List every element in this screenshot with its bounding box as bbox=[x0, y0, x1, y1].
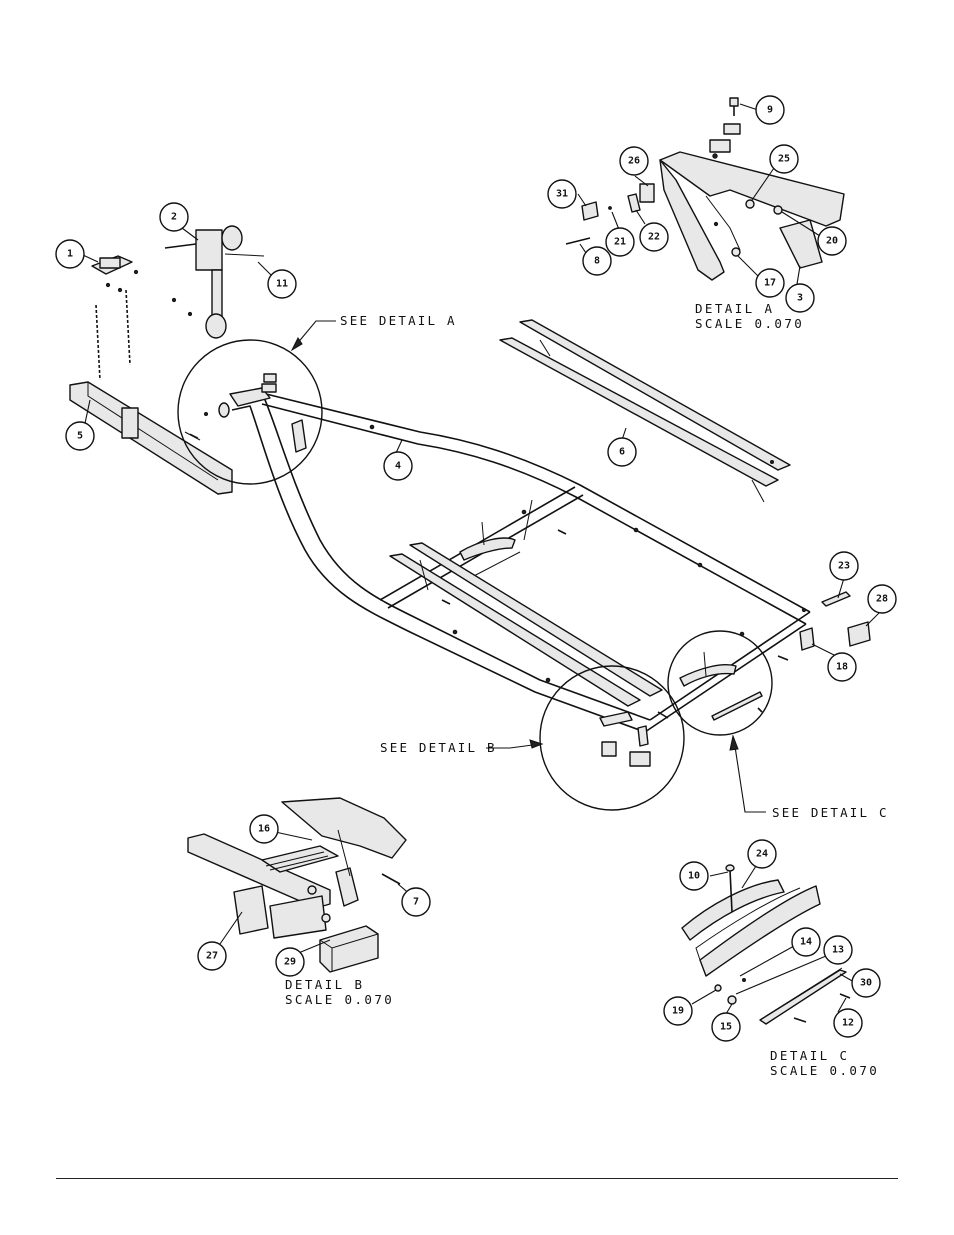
part-balloon-22: 22 bbox=[639, 222, 669, 252]
part-balloon-3: 3 bbox=[785, 283, 815, 313]
callout-detail-b: SEE DETAIL B bbox=[380, 739, 544, 755]
detail-a-title: DETAIL A bbox=[695, 301, 774, 316]
detail-b-label: DETAIL B SCALE 0.070 bbox=[285, 977, 394, 1007]
svg-text:13: 13 bbox=[832, 945, 844, 956]
detail-a-drawing bbox=[565, 97, 845, 281]
detail-b-drawing bbox=[187, 797, 407, 973]
svg-text:23: 23 bbox=[838, 561, 850, 572]
front-frame-member bbox=[69, 381, 233, 495]
svg-text:26: 26 bbox=[628, 156, 640, 167]
part-balloon-9: 9 bbox=[755, 95, 785, 125]
part-balloon-27: 27 bbox=[197, 941, 227, 971]
rear-pads bbox=[799, 591, 871, 651]
bolt-marks bbox=[441, 529, 789, 719]
detail-c-circle-contents bbox=[679, 651, 763, 721]
detail-c-label: DETAIL C SCALE 0.070 bbox=[770, 1048, 879, 1078]
part-balloon-25: 25 bbox=[769, 144, 799, 174]
svg-text:15: 15 bbox=[720, 1022, 732, 1033]
part-balloon-17: 17 bbox=[755, 268, 785, 298]
callout-detail-c-text: SEE DETAIL C bbox=[772, 805, 889, 820]
svg-text:24: 24 bbox=[756, 849, 768, 860]
part-balloon-8: 8 bbox=[582, 246, 612, 276]
svg-text:20: 20 bbox=[826, 236, 838, 247]
detail-c-scale: SCALE 0.070 bbox=[770, 1063, 879, 1078]
callout-detail-c: SEE DETAIL C bbox=[729, 734, 889, 820]
svg-text:14: 14 bbox=[800, 937, 812, 948]
part-balloon-15: 15 bbox=[711, 1012, 741, 1042]
part-balloon-16: 16 bbox=[249, 814, 279, 844]
svg-text:22: 22 bbox=[648, 232, 660, 243]
part-balloon-23: 23 bbox=[829, 551, 859, 581]
part-balloon-26: 26 bbox=[619, 146, 649, 176]
detail-b-scale: SCALE 0.070 bbox=[285, 992, 394, 1007]
svg-text:30: 30 bbox=[860, 978, 872, 989]
svg-text:3: 3 bbox=[797, 293, 803, 304]
svg-text:12: 12 bbox=[842, 1018, 854, 1029]
fender-bracket-center bbox=[459, 521, 516, 561]
svg-text:18: 18 bbox=[836, 662, 848, 673]
detail-c-circle bbox=[667, 630, 773, 736]
part-balloon-1: 1 bbox=[55, 239, 85, 269]
svg-text:25: 25 bbox=[778, 154, 790, 165]
part-balloon-31: 31 bbox=[547, 179, 577, 209]
svg-text:4: 4 bbox=[395, 461, 401, 472]
part-balloon-11: 11 bbox=[267, 269, 297, 299]
part-balloon-5: 5 bbox=[65, 421, 95, 451]
part-balloon-12: 12 bbox=[833, 1008, 863, 1038]
detail-c-title: DETAIL C bbox=[770, 1048, 849, 1063]
svg-text:21: 21 bbox=[614, 237, 626, 248]
bunk-board-upper bbox=[499, 319, 791, 503]
footer-rule bbox=[56, 1178, 898, 1179]
bunk-board-lower bbox=[389, 542, 663, 707]
detail-b-circle bbox=[539, 665, 685, 811]
callout-detail-b-text: SEE DETAIL B bbox=[380, 740, 497, 755]
detail-a-circle bbox=[177, 339, 323, 485]
part-balloon-24: 24 bbox=[747, 839, 777, 869]
svg-text:17: 17 bbox=[764, 278, 776, 289]
svg-text:5: 5 bbox=[77, 431, 83, 442]
callout-detail-a-text: SEE DETAIL A bbox=[340, 313, 457, 328]
part-balloon-7: 7 bbox=[401, 887, 431, 917]
svg-text:29: 29 bbox=[284, 957, 296, 968]
svg-text:19: 19 bbox=[672, 1006, 684, 1017]
svg-text:27: 27 bbox=[206, 951, 218, 962]
svg-text:28: 28 bbox=[876, 594, 888, 605]
svg-text:1: 1 bbox=[67, 249, 73, 260]
svg-text:9: 9 bbox=[767, 105, 773, 116]
detail-a-circle-contents bbox=[189, 373, 307, 453]
svg-text:2: 2 bbox=[171, 212, 177, 223]
trailer-jack bbox=[164, 225, 265, 339]
part-balloon-19: 19 bbox=[663, 996, 693, 1026]
part-balloon-6: 6 bbox=[607, 437, 637, 467]
detail-b-circle-contents bbox=[599, 711, 651, 767]
coupler-and-chains bbox=[91, 255, 139, 381]
part-balloon-10: 10 bbox=[679, 861, 709, 891]
part-balloon-29: 29 bbox=[275, 947, 305, 977]
detail-c-drawing bbox=[681, 864, 851, 1025]
svg-text:11: 11 bbox=[276, 279, 288, 290]
part-balloon-13: 13 bbox=[823, 935, 853, 965]
svg-text:8: 8 bbox=[594, 256, 600, 267]
part-balloon-2: 2 bbox=[159, 202, 189, 232]
part-balloon-21: 21 bbox=[605, 227, 635, 257]
svg-text:16: 16 bbox=[258, 824, 270, 835]
part-balloon-28: 28 bbox=[867, 584, 897, 614]
svg-text:6: 6 bbox=[619, 447, 625, 458]
callout-detail-a: SEE DETAIL A bbox=[290, 313, 457, 352]
part-balloon-20: 20 bbox=[817, 226, 847, 256]
svg-text:31: 31 bbox=[556, 189, 568, 200]
svg-text:7: 7 bbox=[413, 897, 419, 908]
detail-a-label: DETAIL A SCALE 0.070 bbox=[695, 301, 804, 331]
svg-text:10: 10 bbox=[688, 871, 700, 882]
detail-b-title: DETAIL B bbox=[285, 977, 364, 992]
detail-a-scale: SCALE 0.070 bbox=[695, 316, 804, 331]
part-balloon-18: 18 bbox=[827, 652, 857, 682]
part-balloon-4: 4 bbox=[383, 451, 413, 481]
part-balloon-14: 14 bbox=[791, 927, 821, 957]
part-balloon-30: 30 bbox=[851, 968, 881, 998]
